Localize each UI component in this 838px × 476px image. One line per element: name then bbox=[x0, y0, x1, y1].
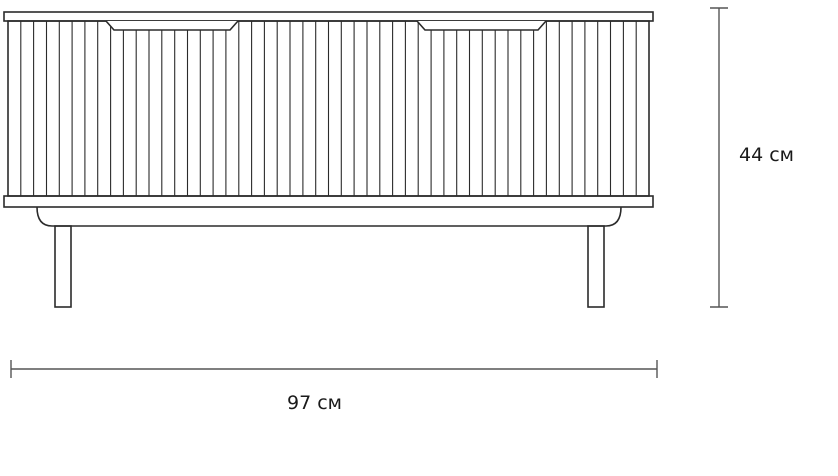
slat-group bbox=[20, 21, 637, 196]
drawer-handle-right bbox=[416, 20, 547, 31]
leg-right bbox=[587, 225, 605, 308]
top-board bbox=[3, 11, 654, 22]
drawer-handle-left bbox=[105, 20, 239, 31]
height-label: 44 см bbox=[739, 144, 794, 166]
bottom-board bbox=[3, 195, 654, 208]
base-frame bbox=[36, 206, 622, 227]
width-label: 97 см bbox=[287, 392, 342, 414]
width-dimension bbox=[10, 360, 658, 378]
height-dimension bbox=[710, 7, 728, 308]
leg-left bbox=[54, 225, 72, 308]
